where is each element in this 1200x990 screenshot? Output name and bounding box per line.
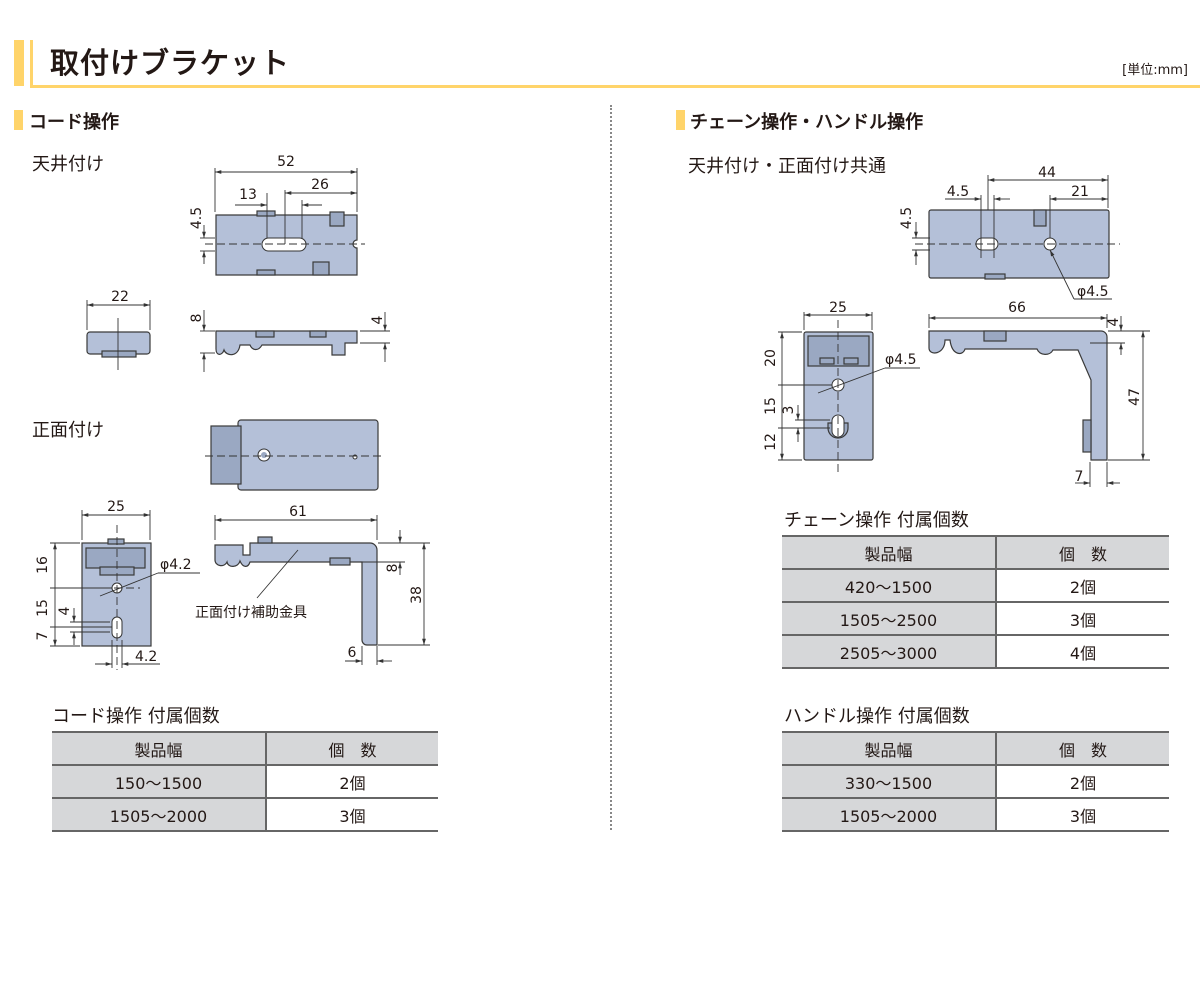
dim-25: 25 — [107, 499, 125, 515]
table-header-row: 製品幅個 数 — [52, 731, 438, 766]
header-width: 製品幅 — [782, 535, 997, 570]
section-marker — [14, 110, 23, 130]
chain-side-view: 66 4 47 7 — [928, 300, 1150, 487]
dim-15: 15 — [763, 397, 779, 415]
cord-table-title: コード操作 付属個数 — [52, 706, 220, 727]
cell-width: 1505～2000 — [52, 798, 267, 832]
unit-label: [単位:mm] — [1122, 63, 1188, 78]
cord-ceiling-end-view: 22 — [86, 289, 151, 370]
dim-3: 3 — [781, 406, 797, 415]
auxiliary-bracket-label: 正面付け補助金具 — [195, 605, 307, 621]
cell-count: 4個 — [996, 635, 1169, 669]
dim-25: 25 — [829, 300, 847, 316]
dim-61: 61 — [289, 504, 307, 520]
dim-38: 38 — [409, 586, 425, 604]
page-title: 取付けブラケット — [50, 46, 291, 80]
dim-26: 26 — [311, 177, 329, 193]
dim-13: 13 — [239, 187, 257, 203]
dim-44: 44 — [1038, 165, 1056, 181]
chain-table-title: チェーン操作 付属個数 — [784, 510, 969, 531]
dim-12: 12 — [763, 433, 779, 451]
column-divider — [610, 105, 612, 830]
cell-width: 150～1500 — [52, 765, 267, 799]
label-common-mount: 天井付け・正面付け共通 — [688, 156, 886, 177]
header-width: 製品幅 — [782, 731, 997, 766]
section-marker — [676, 110, 685, 130]
dim-4.2: 4.2 — [135, 649, 157, 665]
label-front-mount: 正面付け — [32, 420, 104, 441]
cord-ceiling-side-view: 8 4 — [189, 310, 390, 372]
dim-21: 21 — [1071, 184, 1089, 200]
dim-phi-4.5: φ4.5 — [1077, 284, 1109, 300]
cell-count: 3個 — [996, 602, 1169, 636]
title-accent-bar-thin — [30, 40, 33, 86]
dim-66: 66 — [1008, 300, 1026, 316]
header-width: 製品幅 — [52, 731, 267, 766]
dim-8: 8 — [189, 314, 205, 323]
dim-phi-4.2: φ4.2 — [160, 557, 192, 573]
header-count: 個 数 — [996, 535, 1169, 570]
dim-16: 16 — [35, 556, 51, 574]
chain-top-view: 44 21 4.5 4.5 φ4.5 — [899, 165, 1120, 300]
dim-4.5: 4.5 — [189, 207, 205, 229]
cell-width: 420～1500 — [782, 569, 997, 603]
cell-count: 3個 — [266, 798, 438, 832]
dim-7: 7 — [35, 632, 51, 641]
cell-width: 2505～3000 — [782, 635, 997, 669]
cell-width: 1505～2500 — [782, 602, 997, 636]
label-ceiling-mount: 天井付け — [32, 154, 104, 175]
dim-4.5-vertical: 4.5 — [899, 207, 915, 229]
dim-20: 20 — [763, 349, 779, 367]
cord-ceiling-top-view: 52 13 26 4.5 — [189, 154, 365, 276]
handle-table-title: ハンドル操作 付属個数 — [784, 706, 970, 727]
section-title-chain-handle: チェーン操作・ハンドル操作 — [690, 112, 924, 133]
dim-47: 47 — [1127, 388, 1143, 406]
cord-front-top-view — [205, 419, 385, 491]
dim-7: 7 — [1075, 469, 1084, 485]
cell-count: 2個 — [266, 765, 438, 799]
dim-phi-4.5-end: φ4.5 — [885, 352, 917, 368]
title-underline — [30, 85, 1200, 88]
dim-4: 4 — [370, 315, 386, 324]
cell-count: 2個 — [996, 569, 1169, 603]
cell-count: 3個 — [996, 798, 1169, 832]
dim-22: 22 — [111, 289, 129, 305]
dim-4.5-horizontal: 4.5 — [947, 184, 969, 200]
cord-front-side-view: 61 8 38 6 正面付け補助金具 — [195, 504, 430, 665]
header-count: 個 数 — [266, 731, 438, 766]
table-header-row: 製品幅個 数 — [782, 535, 1169, 570]
dim-8: 8 — [385, 564, 401, 573]
cell-count: 2個 — [996, 765, 1169, 799]
dim-4: 4 — [57, 606, 73, 615]
header-count: 個 数 — [996, 731, 1169, 766]
table-header-row: 製品幅個 数 — [782, 731, 1169, 766]
cell-width: 1505～2000 — [782, 798, 997, 832]
title-accent-bar — [14, 40, 24, 86]
section-title-cord: コード操作 — [29, 112, 119, 133]
dim-52: 52 — [277, 154, 295, 170]
dim-4: 4 — [1106, 317, 1122, 326]
cell-width: 330～1500 — [782, 765, 997, 799]
chain-end-view: 25 φ4.5 20 15 3 12 — [763, 300, 920, 472]
dim-6: 6 — [348, 645, 357, 661]
dim-15: 15 — [35, 599, 51, 617]
cord-front-end-view: 16 15 4 7 25 φ4.2 4.2 — [35, 499, 200, 670]
